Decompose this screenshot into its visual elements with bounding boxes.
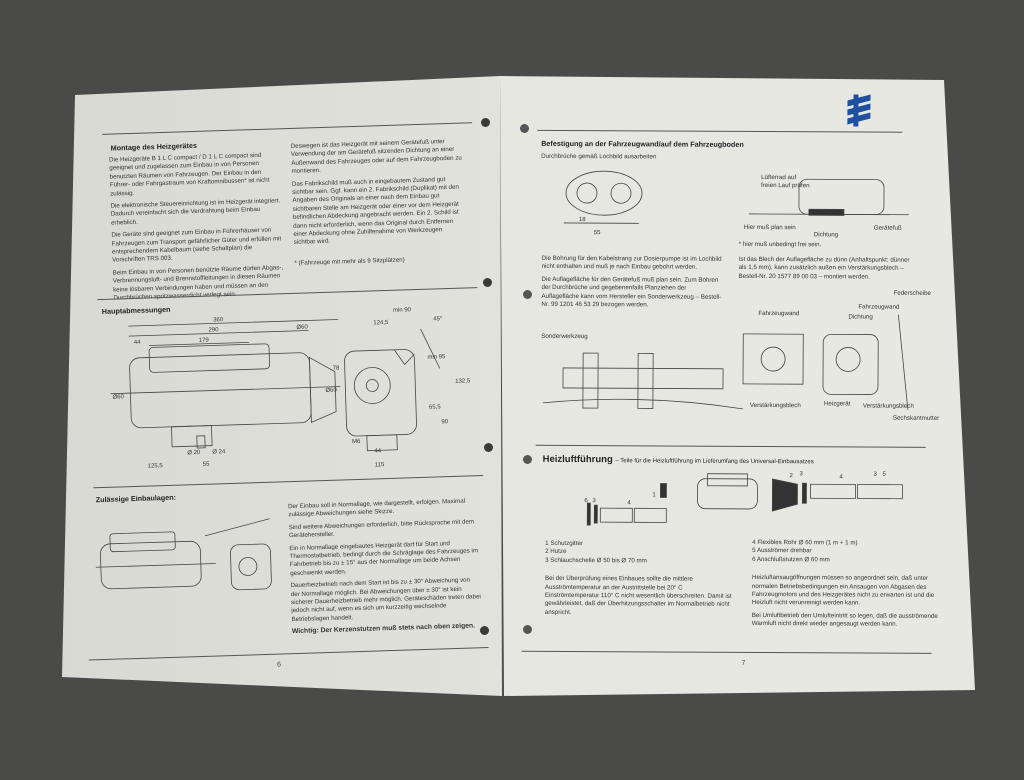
svg-text:78: 78 <box>333 366 341 372</box>
divider <box>522 651 932 654</box>
fig-label: Sechskantmutter <box>893 415 933 424</box>
svg-text:Ø 20: Ø 20 <box>187 450 201 456</box>
montage-text-right: Deswegen ist das Heizgerät mit seinem Ge… <box>291 138 467 273</box>
page-number: 6 <box>277 662 281 669</box>
svg-text:44: 44 <box>374 448 382 454</box>
svg-text:4: 4 <box>839 474 843 480</box>
svg-text:18: 18 <box>579 217 586 223</box>
svg-text:45°: 45° <box>433 316 443 322</box>
svg-text:2: 2 <box>790 473 794 479</box>
fig-label: Verstärkungsblech <box>750 402 801 411</box>
binder-hole <box>483 278 492 287</box>
binder-hole <box>523 455 532 464</box>
section-title: Heizluftführung – Teile für die Heizluft… <box>543 454 814 466</box>
divider <box>102 122 472 135</box>
divider <box>537 130 902 133</box>
fig-label: Lüfterrad auf freien Lauf prüfen <box>761 174 811 191</box>
svg-text:Ø60: Ø60 <box>296 324 308 330</box>
svg-text:Ø 24: Ø 24 <box>212 449 226 455</box>
svg-text:360: 360 <box>213 317 224 323</box>
paragraph: Ist das Blech der Auflagefläche zu dünn … <box>739 256 919 282</box>
paragraph: Die Bohrung für den Kabelstrang zur Dosi… <box>541 255 721 314</box>
svg-text:Ø60: Ø60 <box>325 388 337 394</box>
svg-text:115: 115 <box>375 462 385 468</box>
fig-label: Hier muß plan sein <box>744 224 796 233</box>
installation-positions-drawing <box>95 523 287 609</box>
montage-text-left: Die Heizgeräte B 1 L C compact / D 1 L C… <box>109 151 286 307</box>
fig-label: Federscheibe <box>893 290 933 299</box>
binder-hole <box>481 118 490 127</box>
fig-label: Dichtung <box>848 313 872 322</box>
svg-text:44: 44 <box>134 340 142 346</box>
fig-label: Fahrzeugwand <box>758 310 799 319</box>
fig-label: Sonderwerkzeug <box>541 333 587 342</box>
section-title: Montage des Heizgerätes <box>111 141 198 153</box>
eberspaecher-logo <box>844 92 874 128</box>
svg-text:290: 290 <box>208 327 219 333</box>
svg-text:M6: M6 <box>352 439 361 445</box>
binder-hole <box>480 626 489 635</box>
section-title: Hauptabmessungen <box>102 305 171 316</box>
svg-text:90: 90 <box>441 419 449 425</box>
svg-text:min 95: min 95 <box>427 354 446 361</box>
section-title: Zulässige Einbaulagen: <box>96 493 177 505</box>
svg-text:5: 5 <box>883 472 887 478</box>
svg-text:124,5: 124,5 <box>373 320 389 326</box>
divider <box>89 647 489 661</box>
svg-text:Ø60: Ø60 <box>112 394 124 400</box>
binder-hole <box>484 443 493 452</box>
svg-text:55: 55 <box>594 230 601 236</box>
fig-label: Fahrzeugwand <box>858 303 899 312</box>
svg-text:179: 179 <box>199 338 210 344</box>
svg-text:3: 3 <box>874 472 878 478</box>
subtitle: Durchbrüche gemäß Lochbild ausarbeiten <box>541 153 656 162</box>
fig-label: Dichtung <box>814 231 838 240</box>
tool-drawing <box>543 348 923 430</box>
parts-list-right: 4 Flexibles Rohr Ø 60 mm (1 m + 1 m)5 Au… <box>752 539 942 634</box>
fig-label: Gerätefuß <box>874 225 902 234</box>
binder-hole <box>523 625 532 634</box>
svg-text:55: 55 <box>203 462 211 468</box>
svg-text:3: 3 <box>592 498 596 504</box>
section-title: Befestigung an der Fahrzeugwand/auf dem … <box>541 139 744 149</box>
fig-label: Verstärkungsblech <box>863 403 914 412</box>
svg-text:4: 4 <box>627 500 631 506</box>
page-number: 7 <box>742 660 746 667</box>
einbaulagen-text: Der Einbau soll in Normallage, wie darge… <box>288 497 482 641</box>
note: * hier muß unbedingt frei sein. <box>739 241 822 250</box>
svg-text:125,5: 125,5 <box>148 463 164 469</box>
binder-hole <box>523 290 532 299</box>
svg-text:1: 1 <box>652 492 656 498</box>
svg-text:132,5: 132,5 <box>455 378 471 384</box>
binder-hole <box>520 124 529 133</box>
divider <box>536 445 926 448</box>
svg-text:min 90: min 90 <box>393 307 412 314</box>
svg-text:65,5: 65,5 <box>429 404 442 410</box>
fig-label: Heizgerät <box>824 400 851 409</box>
svg-text:3: 3 <box>800 471 804 477</box>
